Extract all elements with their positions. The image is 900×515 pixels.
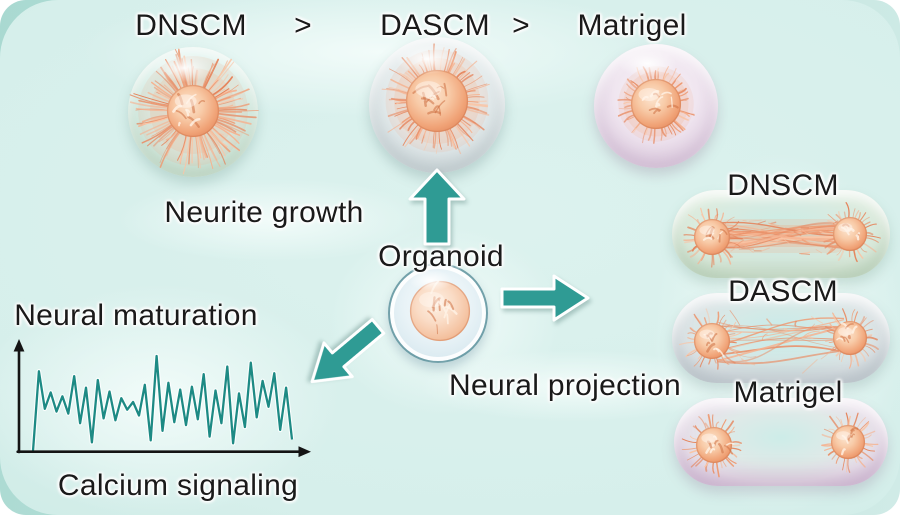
comparison-label-dascm: DASCM: [380, 9, 490, 42]
organoid-sphere-matrigel: [594, 44, 718, 168]
organoid-sphere-dascm: [369, 37, 505, 173]
neurite-growth-label: Neurite growth: [164, 196, 364, 229]
block-arrow-right-icon: [500, 274, 590, 322]
calcium-trace-halo: [30, 353, 295, 452]
projection-illustration: [679, 308, 879, 374]
projection-illustration: [683, 201, 881, 268]
chart-axes: [13, 339, 311, 458]
calcium-trace-chart: [13, 339, 311, 458]
block-arrow-down-left-icon: [310, 317, 386, 384]
x-axis-arrowhead: [298, 446, 311, 458]
calcium-signaling-label: Calcium signaling: [57, 469, 299, 502]
neural-maturation-label: Neural maturation: [14, 299, 258, 332]
block-arrow-up-icon: [408, 168, 466, 246]
organoid-illustration: [617, 66, 695, 144]
projection-capsule-matrigel: [674, 398, 888, 486]
y-axis-arrowhead: [13, 339, 25, 352]
capsule-label-dnscm: DNSCM: [727, 169, 839, 202]
organoid-illustration: [129, 48, 259, 175]
greater-than-sign: >: [512, 9, 530, 42]
calcium-trace-line: [31, 354, 294, 452]
organoid-illustration: [381, 43, 490, 155]
comparison-label-matrigel: Matrigel: [577, 9, 687, 42]
organoid-sphere-dnscm: [128, 47, 259, 177]
comparison-label-dnscm: DNSCM: [135, 9, 247, 42]
projection-capsule-dascm: [672, 293, 890, 383]
greater-than-sign: >: [294, 9, 312, 42]
organoid-label: Organoid: [378, 240, 504, 273]
projection-capsule-dnscm: [672, 190, 890, 278]
organoid-bubble: [388, 263, 488, 363]
capsule-label-dascm: DASCM: [728, 275, 838, 308]
capsule-label-matrigel: Matrigel: [733, 376, 843, 409]
organoid-illustration: [409, 280, 471, 342]
neural-projection-label: Neural projection: [449, 369, 681, 402]
projection-illustration: [681, 412, 879, 478]
